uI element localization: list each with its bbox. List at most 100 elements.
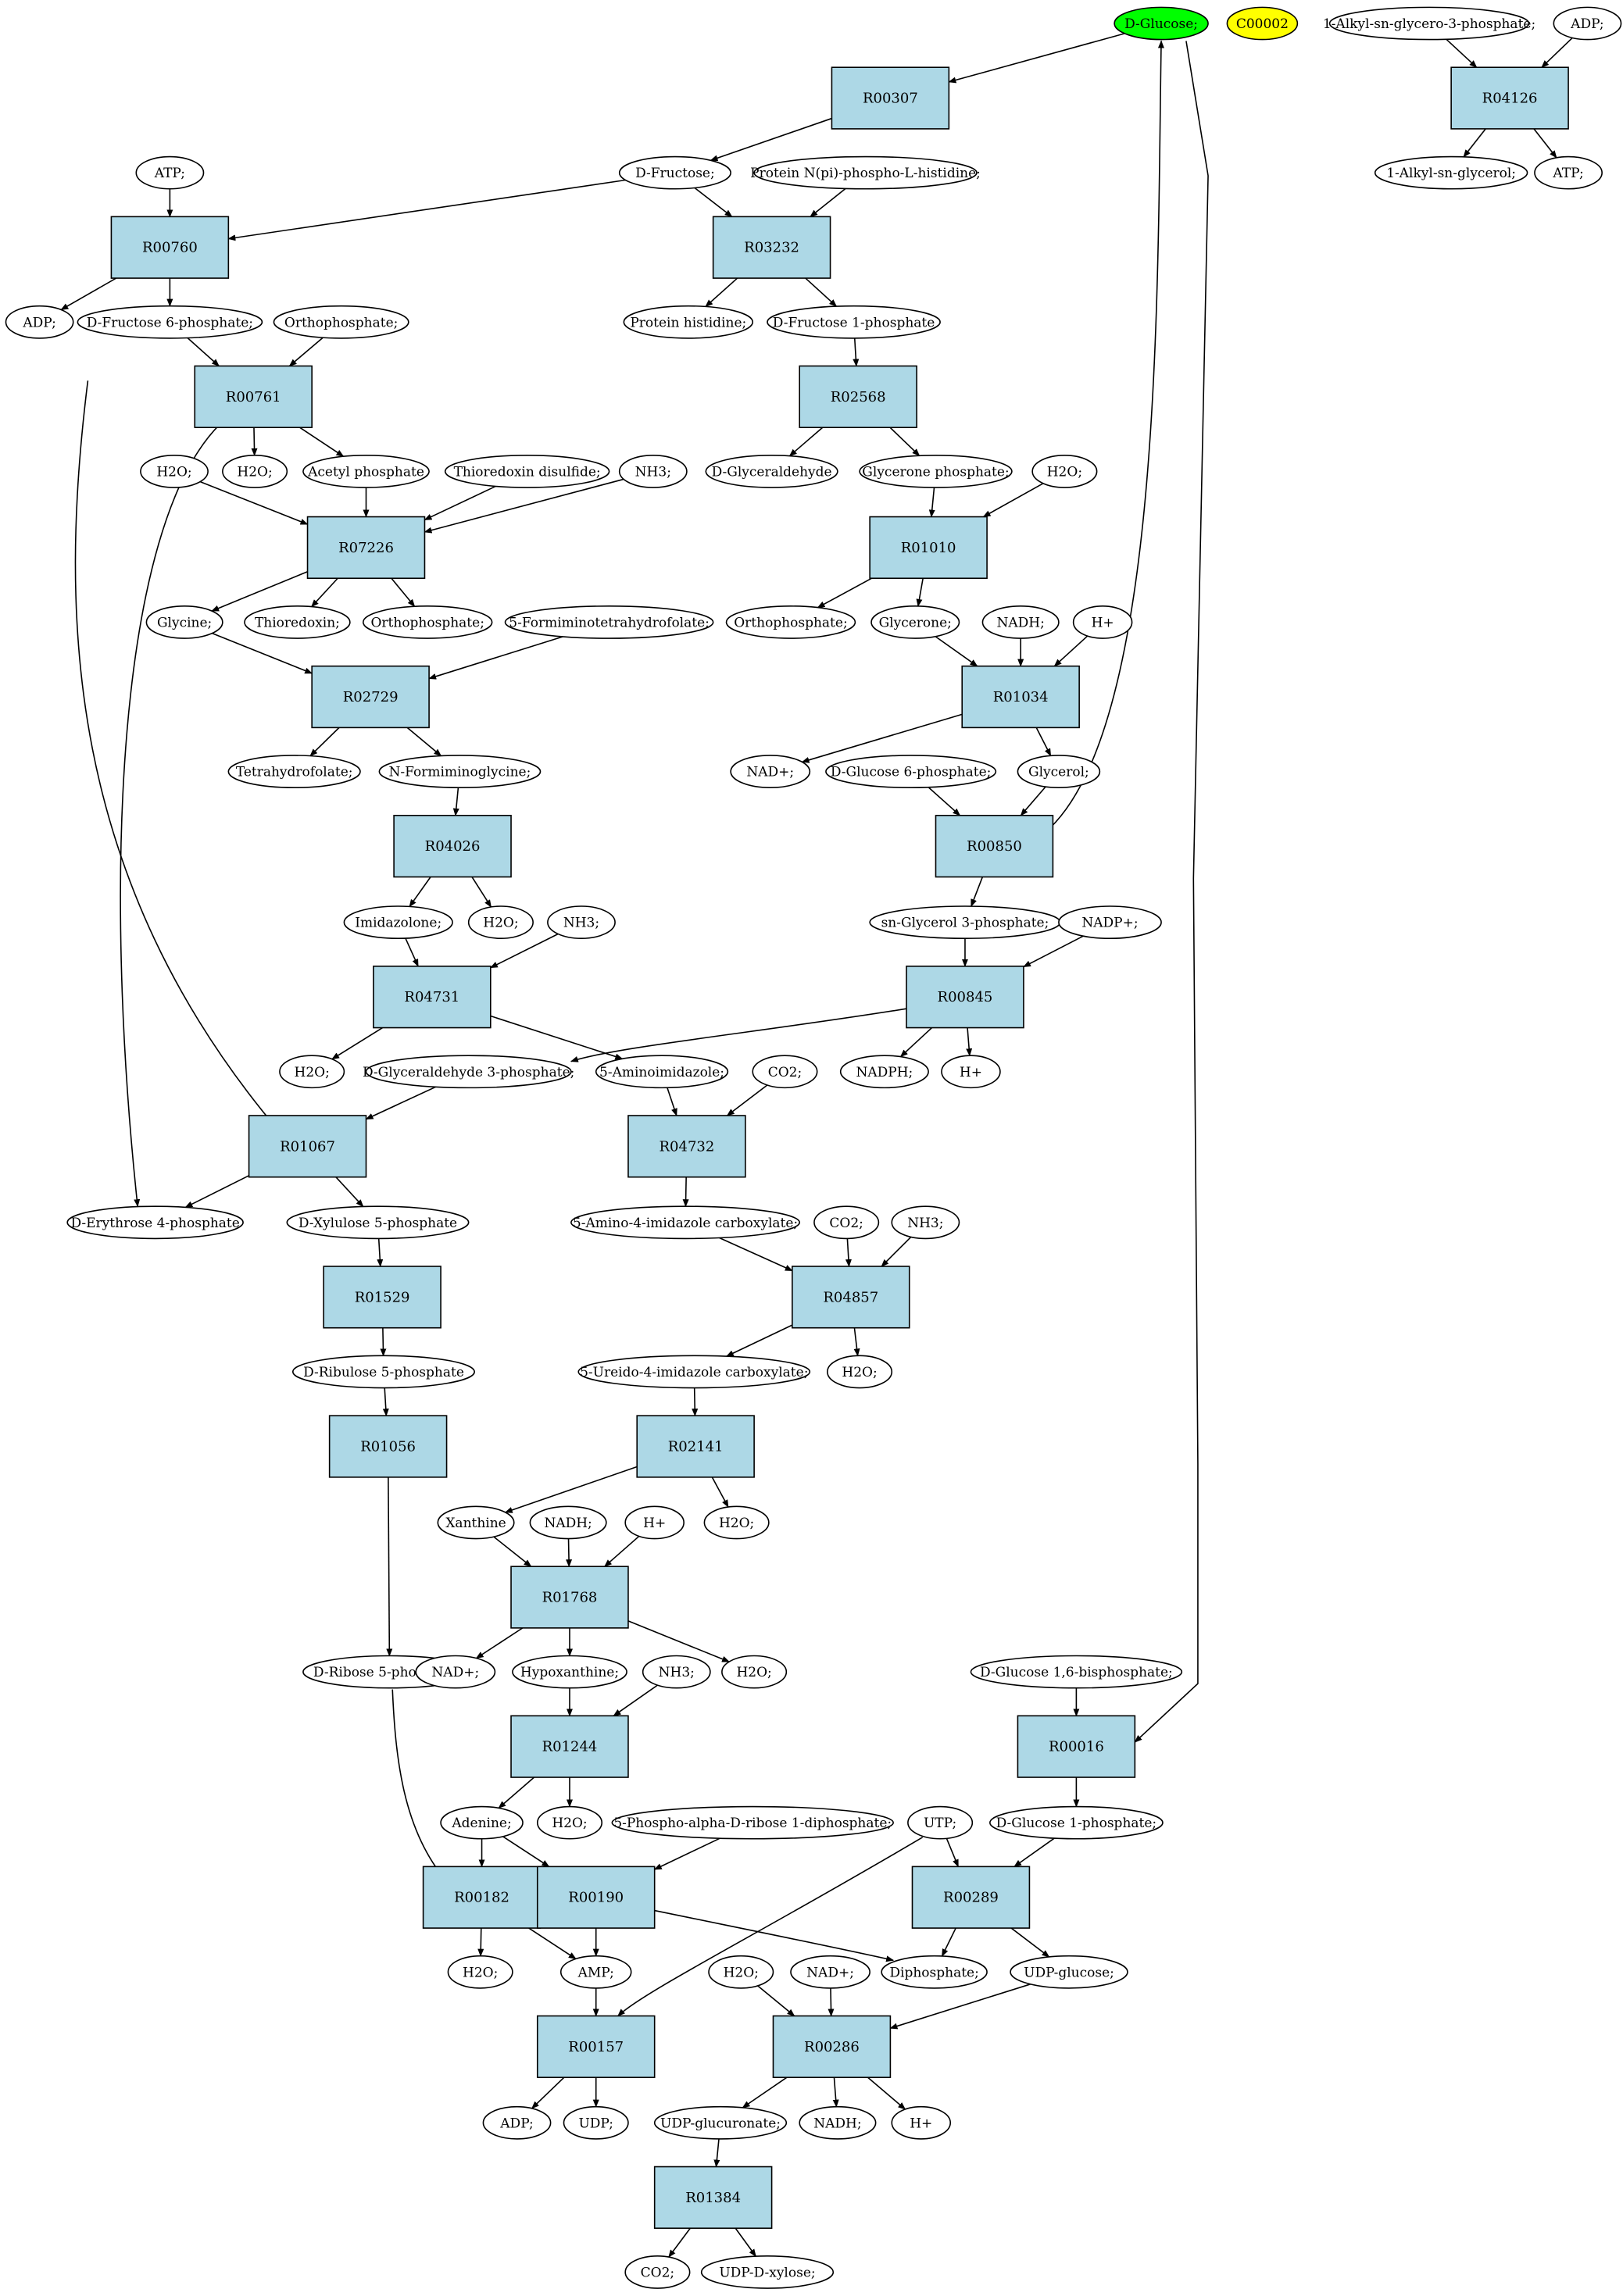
compound-ellipse[interactable]	[563, 2105, 629, 2140]
compound-ellipse[interactable]	[595, 1055, 729, 1089]
compound-node[interactable]: H2O;	[721, 1655, 788, 1689]
reaction-node[interactable]: R01768	[510, 1566, 629, 1629]
compound-ellipse[interactable]	[825, 755, 997, 789]
compound-node[interactable]: NADP+;	[1058, 905, 1162, 940]
compound-ellipse[interactable]	[577, 1355, 811, 1389]
reaction-node[interactable]: R00760	[110, 216, 230, 279]
compound-ellipse[interactable]	[721, 1655, 788, 1689]
compound-node[interactable]: Protein N(pi)-phospho-L-histidine;	[750, 155, 981, 190]
compound-node[interactable]: H2O;	[1031, 455, 1098, 488]
compound-ellipse[interactable]	[5, 305, 74, 339]
compound-node[interactable]: NAD+;	[790, 1955, 870, 1989]
reaction-box[interactable]	[306, 516, 426, 580]
compound-node[interactable]: D-Glucose;	[1114, 6, 1209, 41]
compound-ellipse[interactable]	[440, 1805, 524, 1840]
compound-node[interactable]: D-Glucose 6-phosphate;	[825, 755, 997, 789]
reaction-node[interactable]: R01010	[869, 516, 988, 580]
compound-node[interactable]: 5-Ureido-4-imidazole carboxylate;	[577, 1355, 811, 1389]
compound-ellipse[interactable]	[467, 905, 534, 940]
compound-node[interactable]: H2O;	[827, 1355, 893, 1389]
reaction-box[interactable]	[510, 1715, 629, 1778]
compound-ellipse[interactable]	[1010, 1955, 1128, 1989]
reaction-box[interactable]	[393, 815, 512, 878]
reaction-node[interactable]: R00016	[1017, 1715, 1136, 1778]
compound-ellipse[interactable]	[244, 605, 351, 639]
compound-ellipse[interactable]	[642, 1655, 711, 1689]
reaction-box[interactable]	[627, 1115, 746, 1178]
reaction-box[interactable]	[536, 2015, 656, 2079]
compound-node[interactable]: H2O;	[536, 1805, 603, 1840]
compound-node[interactable]: D-Fructose 1-phosphate	[767, 305, 941, 339]
reaction-node[interactable]: R00761	[194, 365, 313, 429]
reaction-node[interactable]: R04026	[393, 815, 512, 878]
compound-ellipse[interactable]	[140, 455, 209, 488]
compound-ellipse[interactable]	[1328, 6, 1530, 41]
compound-ellipse[interactable]	[827, 1355, 893, 1389]
compound-ellipse[interactable]	[378, 755, 542, 789]
reaction-box[interactable]	[911, 1866, 1031, 1929]
reaction-node[interactable]: R01384	[653, 2166, 773, 2230]
reaction-node[interactable]: R02729	[311, 665, 430, 729]
compound-node[interactable]: D-Fructose 6-phosphate;	[77, 305, 263, 339]
compound-node[interactable]: H+	[941, 1055, 1001, 1089]
reaction-box[interactable]	[792, 1266, 910, 1329]
reaction-node[interactable]: R03232	[712, 216, 831, 279]
compound-node[interactable]: H2O;	[467, 905, 534, 940]
reaction-node[interactable]: R00850	[935, 815, 1054, 878]
compound-ellipse[interactable]	[1226, 6, 1299, 41]
compound-node[interactable]: D-Glucose 1,6-bisphosphate;	[970, 1655, 1183, 1689]
compound-ellipse[interactable]	[286, 1205, 470, 1240]
compound-ellipse[interactable]	[77, 305, 263, 339]
reaction-box[interactable]	[1450, 66, 1569, 130]
reaction-box[interactable]	[935, 815, 1054, 878]
reaction-box[interactable]	[422, 1866, 542, 1929]
compound-node[interactable]: Glycerone;	[870, 605, 960, 639]
compound-ellipse[interactable]	[870, 605, 960, 639]
reaction-box[interactable]	[712, 216, 831, 279]
compound-node[interactable]: UDP;	[563, 2105, 629, 2140]
compound-ellipse[interactable]	[618, 455, 688, 488]
reaction-box[interactable]	[906, 966, 1024, 1029]
compound-node[interactable]: ADP;	[482, 2105, 552, 2140]
reaction-node[interactable]: R01067	[248, 1115, 367, 1178]
compound-ellipse[interactable]	[482, 2105, 552, 2140]
compound-ellipse[interactable]	[1553, 6, 1622, 41]
compound-node[interactable]: NADH;	[529, 1505, 607, 1540]
compound-ellipse[interactable]	[767, 305, 941, 339]
reaction-node[interactable]: R01056	[328, 1415, 448, 1478]
compound-node[interactable]: CO2;	[624, 2255, 691, 2289]
reaction-box[interactable]	[248, 1115, 367, 1178]
compound-ellipse[interactable]	[291, 1355, 475, 1389]
compound-ellipse[interactable]	[145, 605, 223, 639]
compound-ellipse[interactable]	[343, 905, 453, 940]
compound-ellipse[interactable]	[279, 1055, 345, 1089]
compound-node[interactable]: CO2;	[752, 1055, 818, 1089]
compound-node[interactable]: UDP-D-xylose;	[700, 2255, 835, 2289]
compound-ellipse[interactable]	[1017, 755, 1101, 789]
reaction-node[interactable]: R00289	[911, 1866, 1031, 1929]
compound-ellipse[interactable]	[1114, 6, 1209, 41]
reaction-node[interactable]: R01529	[323, 1266, 441, 1329]
reaction-box[interactable]	[373, 966, 492, 1029]
compound-node[interactable]: 5-Formiminotetrahydrofolate;	[504, 605, 714, 639]
reaction-box[interactable]	[636, 1415, 755, 1478]
compound-node[interactable]: NH3;	[891, 1205, 960, 1240]
compound-node[interactable]: Hypoxanthine;	[512, 1655, 627, 1689]
compound-node[interactable]: D-Fructose;	[618, 155, 731, 190]
compound-node[interactable]: H+	[624, 1505, 685, 1540]
reaction-node[interactable]: R04732	[627, 1115, 746, 1178]
compound-ellipse[interactable]	[227, 755, 361, 789]
reaction-box[interactable]	[510, 1566, 629, 1629]
compound-ellipse[interactable]	[623, 305, 754, 339]
reaction-box[interactable]	[536, 1866, 656, 1929]
compound-node[interactable]: UDP-glucose;	[1010, 1955, 1128, 1989]
compound-ellipse[interactable]	[529, 1505, 607, 1540]
compound-node[interactable]: ATP;	[1534, 155, 1603, 190]
compound-node[interactable]: NADH;	[981, 605, 1060, 639]
compound-ellipse[interactable]	[302, 455, 430, 488]
reaction-node[interactable]: R00845	[906, 966, 1024, 1029]
compound-ellipse[interactable]	[559, 1955, 632, 1989]
compound-node[interactable]: Orthophosphate;	[362, 605, 493, 639]
reaction-box[interactable]	[328, 1415, 448, 1478]
compound-ellipse[interactable]	[512, 1655, 627, 1689]
